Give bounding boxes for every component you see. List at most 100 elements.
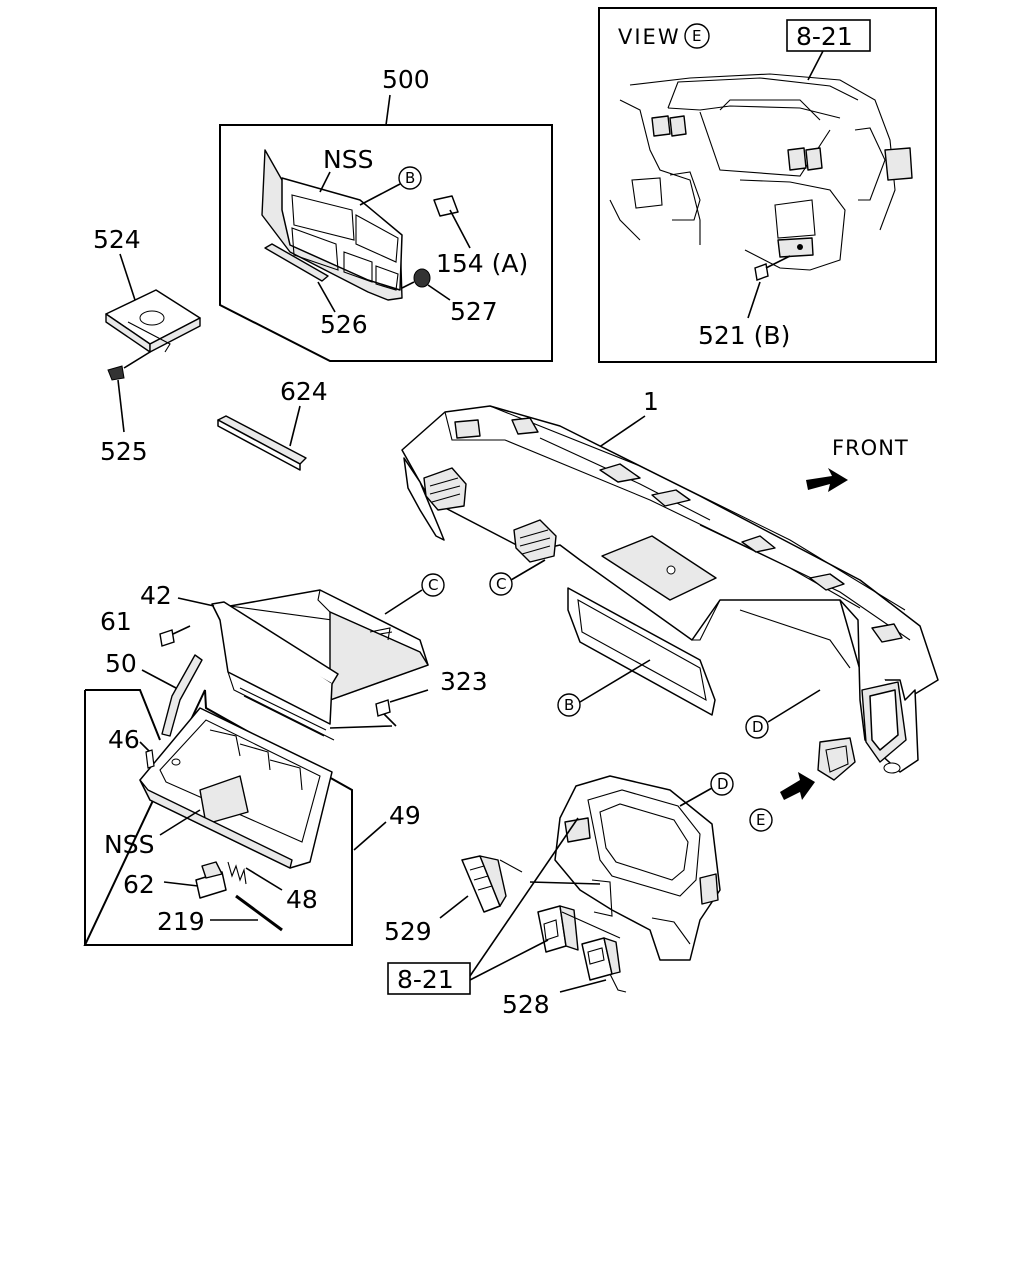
cluster-hood xyxy=(554,775,721,961)
leader-49 xyxy=(353,821,387,851)
label-49: 49 xyxy=(389,801,421,830)
strip-50 xyxy=(161,654,203,737)
svg-text:E: E xyxy=(692,27,701,45)
leader-526 xyxy=(317,281,336,313)
front-arrow xyxy=(806,468,848,492)
view-e-frame xyxy=(598,7,937,363)
screw-527 xyxy=(401,268,431,289)
leader-d-dash xyxy=(767,689,821,723)
ref-box-bottom[interactable]: 8-21 xyxy=(387,962,471,995)
bracket-524 xyxy=(105,289,201,353)
svg-text:E: E xyxy=(756,811,765,829)
leader-500 xyxy=(385,94,391,126)
front-label: FRONT xyxy=(832,436,909,460)
svg-text:B: B xyxy=(405,169,415,187)
leader-c-dash xyxy=(510,559,546,581)
leader-624 xyxy=(289,405,301,447)
svg-text:D: D xyxy=(752,718,764,736)
nss-label-glovebox: NSS xyxy=(104,830,154,859)
nss-label-top: NSS xyxy=(323,145,373,174)
label-521b: 521 (B) xyxy=(698,321,790,350)
spring-48 xyxy=(227,861,247,885)
glovebox-frame-42 xyxy=(211,601,339,741)
circle-d-dash: D xyxy=(745,715,769,739)
label-1: 1 xyxy=(643,387,659,416)
console-bezel xyxy=(261,149,403,301)
circle-d-cluster: D xyxy=(710,772,734,796)
screw-525 xyxy=(107,351,151,381)
label-154a: 154 (A) xyxy=(436,249,528,278)
label-624: 624 xyxy=(280,377,328,406)
label-526: 526 xyxy=(320,310,368,339)
circle-e-arrow: E xyxy=(749,808,773,832)
circle-c-dash: C xyxy=(489,572,513,596)
leader-ref-bottom-a xyxy=(469,817,579,977)
view-e-cluster xyxy=(609,73,913,271)
leader-ref-bottom-b xyxy=(469,939,549,981)
label-529: 529 xyxy=(384,917,432,946)
circle-b-dash: B xyxy=(557,693,581,717)
box-500-frame-shape xyxy=(219,124,553,362)
leader-62 xyxy=(163,881,199,887)
svg-text:C: C xyxy=(428,576,438,594)
leader-525 xyxy=(117,379,125,433)
leader-323-b xyxy=(329,725,393,729)
strip-526 xyxy=(264,243,329,282)
clip-154a xyxy=(433,195,459,217)
leader-ref-top xyxy=(807,50,824,81)
bumper-46 xyxy=(145,749,155,769)
latch-62 xyxy=(195,861,227,899)
circle-c-glove: C xyxy=(421,573,445,597)
ref-box-top[interactable]: 8-21 xyxy=(786,19,871,52)
svg-text:C: C xyxy=(496,575,506,593)
leader-50 xyxy=(141,669,177,689)
leader-c-glove xyxy=(384,589,423,615)
switch-529 xyxy=(461,855,507,913)
label-524: 524 xyxy=(93,225,141,254)
leader-d-cluster xyxy=(679,787,713,807)
label-62: 62 xyxy=(123,870,155,899)
label-219: 219 xyxy=(157,907,205,936)
switch-528 xyxy=(537,905,627,993)
dashboard-panel xyxy=(401,405,939,781)
label-42: 42 xyxy=(140,581,172,610)
leader-524 xyxy=(119,253,136,301)
leader-nss-glove xyxy=(159,809,201,836)
svg-text:D: D xyxy=(717,775,729,793)
glovebox-lid xyxy=(139,707,333,869)
leader-48 xyxy=(245,867,283,891)
leader-switch-guides xyxy=(499,859,621,939)
svg-text:B: B xyxy=(564,696,574,714)
box-49-frame xyxy=(83,689,353,946)
pin-219 xyxy=(235,894,283,932)
label-528: 528 xyxy=(502,990,550,1019)
leader-154a xyxy=(449,209,471,249)
strip-624 xyxy=(217,415,307,471)
leader-b-top xyxy=(359,183,401,206)
leader-528 xyxy=(559,979,607,993)
label-500: 500 xyxy=(382,65,430,94)
label-48: 48 xyxy=(286,885,318,914)
leader-529 xyxy=(439,895,469,919)
screw-323 xyxy=(375,699,397,727)
clip-521b xyxy=(754,255,791,281)
view-circle-e: E xyxy=(684,23,710,49)
label-50: 50 xyxy=(105,649,137,678)
leader-521b xyxy=(747,281,761,319)
circle-b-top: B xyxy=(398,166,422,190)
view-label: VIEW xyxy=(618,25,681,49)
label-527: 527 xyxy=(450,297,498,326)
leader-42 xyxy=(177,597,215,607)
svg-text:8-21: 8-21 xyxy=(397,965,454,994)
leader-527 xyxy=(427,284,451,301)
label-323: 323 xyxy=(440,667,488,696)
leader-323 xyxy=(389,689,429,703)
leader-46 xyxy=(139,741,151,753)
leader-nss-top xyxy=(319,171,331,193)
view-e-arrow xyxy=(780,772,815,800)
leader-b-dash xyxy=(579,659,651,703)
svg-text:8-21: 8-21 xyxy=(796,22,853,51)
label-46: 46 xyxy=(108,725,140,754)
